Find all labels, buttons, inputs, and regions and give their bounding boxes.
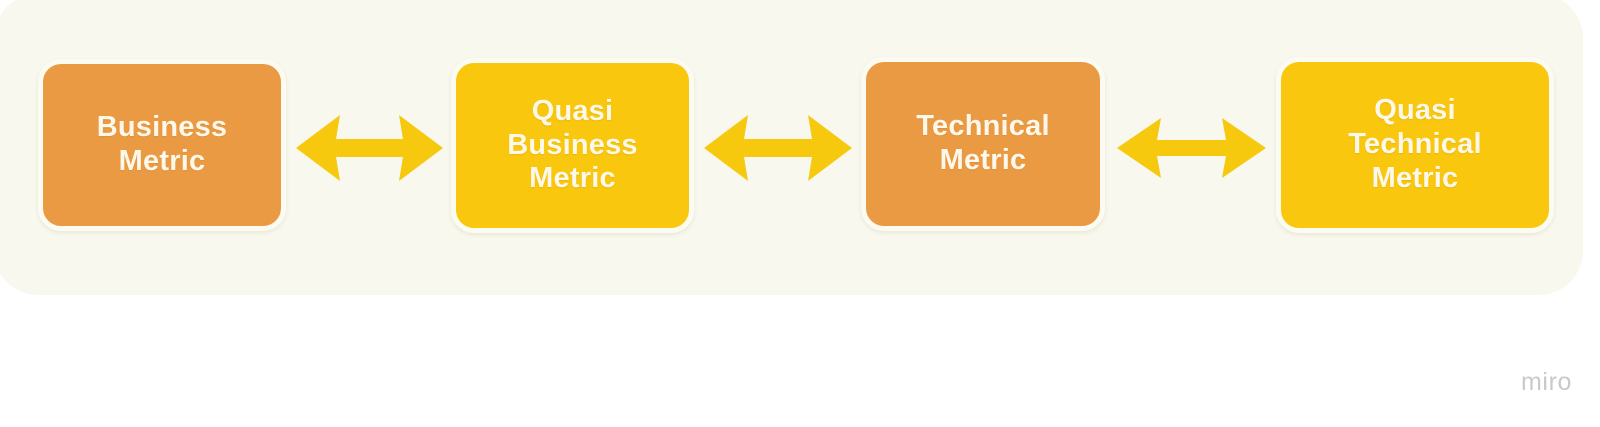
double-arrow-icon[interactable] [296,106,443,190]
miro-watermark: miro [1520,368,1572,396]
double-arrow-icon[interactable] [704,106,852,190]
double-arrow-icon[interactable] [1117,106,1266,190]
